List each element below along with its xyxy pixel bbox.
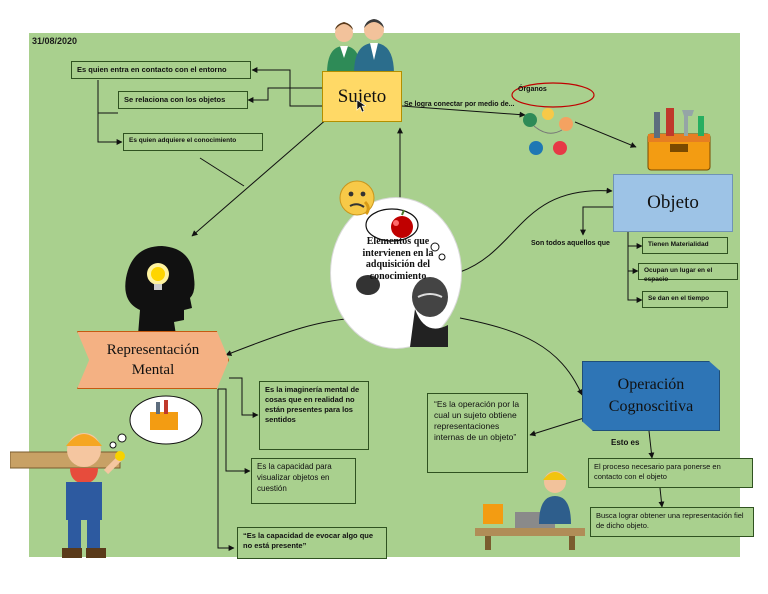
center-title: Elementos que intervienen en la adquisic… (362, 236, 434, 282)
operacion-note-busca: Busca lograr obtener una representación … (590, 507, 754, 537)
representacion-title: Representación Mental (106, 341, 200, 378)
objeto-note-materialidad: Tienen Materialidad (642, 237, 728, 254)
representacion-note-imagineria: Es la imaginería mental de cosas que en … (259, 381, 369, 450)
sujeto-node: Sujeto (322, 71, 402, 122)
date-label: 31/08/2020 (32, 36, 78, 46)
operacion-node: Operación Cognoscitiva (582, 361, 720, 431)
objeto-note-tiempo: Se dan en el tiempo (642, 291, 728, 308)
sujeto-link-label: Se logra conectar por medio de... (404, 101, 515, 108)
sujeto-note-objetos: Se relaciona con los objetos (118, 91, 248, 109)
operacion-esto-es: Esto es (611, 438, 640, 447)
operacion-title: Operación Cognoscitiva (608, 376, 694, 415)
cursor-icon (356, 99, 366, 113)
senses-cycle-icon (523, 108, 573, 155)
organos-oval (511, 82, 595, 108)
objeto-note-espacio: Ocupan un lugar en el espacio (638, 263, 738, 283)
representacion-note-evocar: “Es la capacidad de evocar algo que no e… (237, 527, 387, 559)
representacion-node: Representación Mental (77, 331, 229, 389)
organos-label: Órganos (518, 86, 547, 93)
representacion-note-visualizar: Es la capacidad para visualizar objetos … (251, 458, 356, 504)
thought-bubble-icon (109, 395, 203, 449)
objeto-title: Objeto (647, 192, 699, 213)
sujeto-note-entorno: Es quien entra en contacto con el entorn… (71, 61, 251, 79)
sujeto-note-conocimiento: Es quien adquiere el conocimiento (123, 133, 263, 151)
objeto-node: Objeto (613, 174, 733, 232)
head-silhouette-icon (125, 246, 195, 335)
confused-emoji-icon (339, 180, 375, 216)
engineer-icon (475, 471, 585, 550)
sujeto-title: Sujeto (337, 85, 387, 107)
thinking-man-icon (356, 208, 448, 347)
worker-cartoon-icon (10, 433, 125, 558)
operacion-quote: “Es la operación por la cual un sujeto o… (427, 393, 528, 473)
operacion-note-proceso: El proceso necesario para ponerse en con… (588, 458, 753, 488)
people-icon (327, 19, 394, 74)
toolbox-icon (647, 108, 711, 171)
lightbulb-icon (147, 263, 169, 290)
objeto-intro-label: Son todos aquellos que (531, 240, 610, 247)
apple-icon (391, 209, 413, 238)
